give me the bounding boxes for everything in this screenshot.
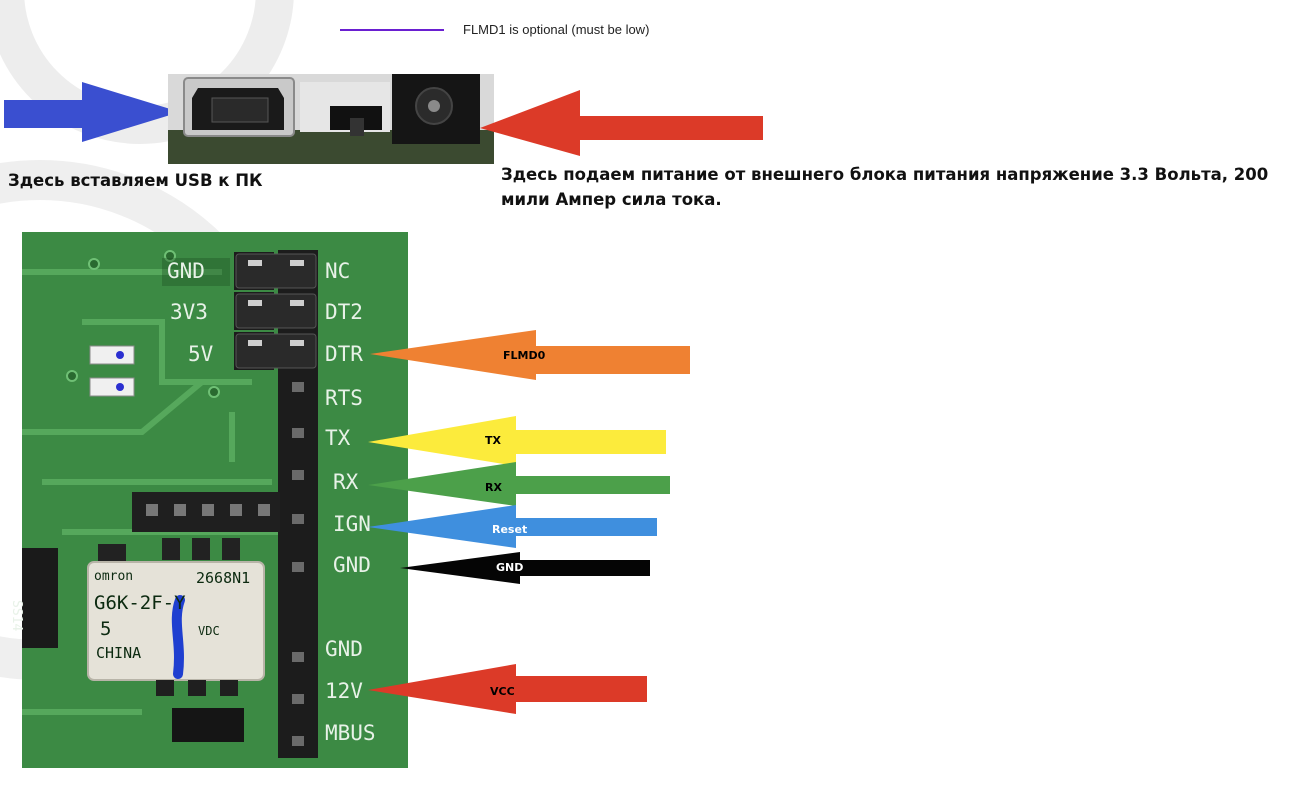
pin-label-left-3v3: 3V3 bbox=[170, 300, 208, 324]
pin-label-left-5v: 5V bbox=[188, 342, 214, 366]
arrow-label-rx: RX bbox=[485, 481, 502, 494]
relay-voltage: 5 bbox=[100, 618, 112, 640]
arrow-tx bbox=[368, 416, 666, 466]
relay-code: 2668N1 bbox=[196, 569, 251, 587]
pin-label-left-gnd: GND bbox=[167, 259, 205, 283]
pin-label-12v: 12V bbox=[325, 679, 363, 703]
arrow-label-tx: TX bbox=[485, 434, 501, 447]
pin-label-ign: IGN bbox=[333, 512, 371, 536]
arrow-label-vcc: VCC bbox=[490, 685, 515, 698]
pin-label-dtr: DTR bbox=[325, 342, 363, 366]
usb-caption: Здесь вставляем USB к ПК bbox=[8, 171, 263, 190]
connector-photo bbox=[4, 74, 763, 164]
relay-unit: VDC bbox=[198, 624, 220, 638]
pin-label-rts: RTS bbox=[325, 386, 363, 410]
pin-label-dt2: DT2 bbox=[325, 300, 363, 324]
signal-arrows bbox=[368, 330, 690, 714]
power-caption: Здесь подаем питание от внешнего блока п… bbox=[501, 165, 1269, 209]
legend-text: FLMD1 is optional (must be low) bbox=[463, 22, 650, 37]
relay-brand: omron bbox=[94, 569, 134, 584]
arrow-label-gnd: GND bbox=[496, 561, 524, 574]
pin-label-gnd: GND bbox=[333, 553, 371, 577]
pin-label-rx: RX bbox=[333, 470, 359, 494]
pcb-photo bbox=[22, 232, 408, 768]
pin-label-mbus: MBUS bbox=[325, 721, 376, 745]
pin-label-tx: TX bbox=[325, 426, 351, 450]
arrow-gnd bbox=[400, 552, 650, 584]
arrow-label-flmd0: FLMD0 bbox=[503, 349, 546, 362]
pin-label-nc: NC bbox=[325, 259, 351, 283]
arrow-rx bbox=[368, 462, 670, 506]
arrow-label-reset: Reset bbox=[492, 523, 528, 536]
legend-line bbox=[340, 29, 444, 31]
relay-model: G6K-2F-Y bbox=[94, 592, 186, 614]
arrow-flmd0 bbox=[370, 330, 690, 380]
chip-marking: SS14 bbox=[9, 600, 24, 632]
arrow-reset bbox=[368, 505, 657, 548]
pin-label-gnd-2: GND bbox=[325, 637, 363, 661]
relay-origin: CHINA bbox=[96, 644, 142, 662]
usb-arrow bbox=[4, 82, 180, 142]
power-arrow bbox=[480, 90, 763, 156]
arrow-vcc bbox=[368, 664, 647, 714]
